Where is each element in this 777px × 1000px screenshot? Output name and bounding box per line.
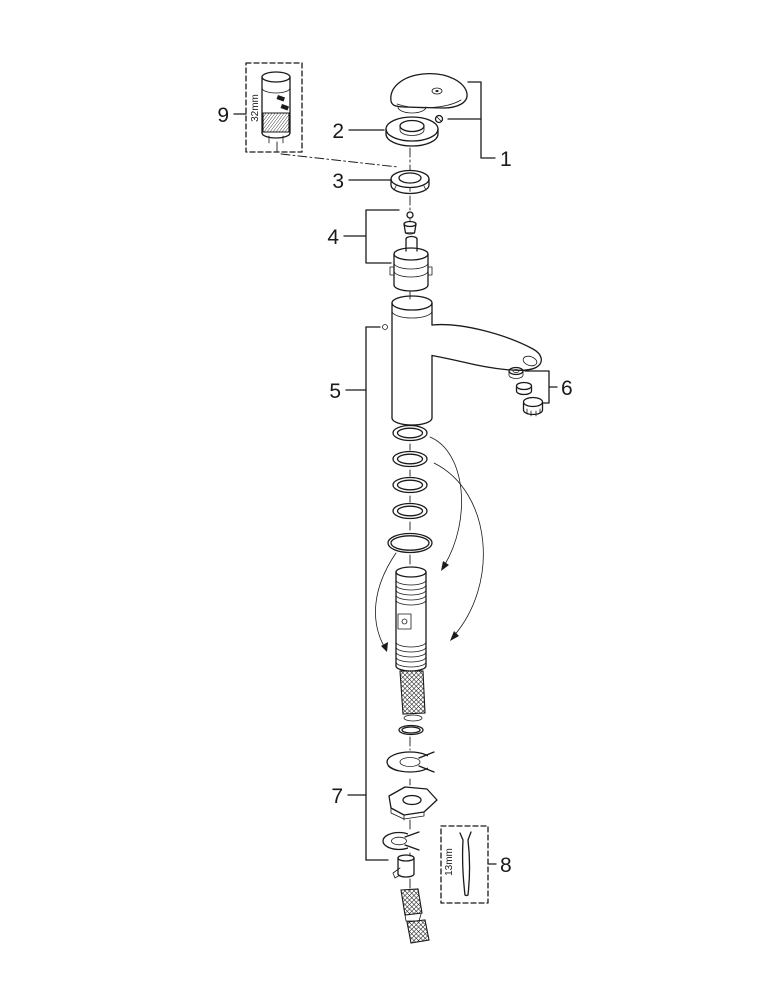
wrench-size-label: 13mm — [444, 848, 455, 876]
callout-5: 5 — [329, 380, 341, 403]
lever-handle — [390, 73, 468, 114]
mounting-ring — [348, 169, 430, 195]
wrench-13mm-group: 13mm — [440, 825, 497, 904]
mounting-plate — [388, 786, 438, 821]
o-ring-set — [387, 424, 433, 554]
callout-4: 4 — [327, 226, 339, 249]
callout-8: 8 — [500, 854, 512, 877]
callout-7: 7 — [331, 785, 343, 808]
handle-screw — [434, 114, 444, 124]
threaded-shank — [395, 566, 427, 672]
horseshoe-washer — [386, 750, 441, 774]
callout-3: 3 — [332, 170, 344, 193]
callout-6: 6 — [561, 377, 573, 400]
faucet-body-spout — [382, 295, 542, 426]
assembly-arrows — [375, 436, 484, 652]
cartridge — [389, 235, 433, 292]
open-end-wrench — [459, 831, 472, 897]
mounting-clamp — [382, 830, 422, 852]
cap-ring — [348, 116, 439, 147]
tool-size-label: 32mm — [250, 94, 261, 122]
supply-hose-bundle — [399, 670, 426, 722]
callout-1-bracket — [447, 81, 496, 159]
valve-screw — [403, 211, 417, 235]
callout-9: 9 — [217, 104, 229, 127]
service-tool-32mm-group: 9 32mm — [217, 62, 303, 153]
cartridge-removal-tool — [261, 71, 291, 144]
connection-hoses — [400, 888, 430, 944]
callout-4-bracket — [343, 209, 400, 264]
aerator-parts — [508, 366, 544, 417]
body-set-screw — [382, 324, 388, 330]
callout-1: 1 — [500, 148, 512, 171]
callout-6-bracket — [524, 370, 558, 404]
shank-o-ring — [398, 724, 424, 736]
callout-5-7-bracket — [345, 326, 389, 861]
center-axis-line — [276, 141, 411, 889]
callout-2: 2 — [332, 120, 344, 143]
outlet-fitting — [392, 854, 415, 879]
